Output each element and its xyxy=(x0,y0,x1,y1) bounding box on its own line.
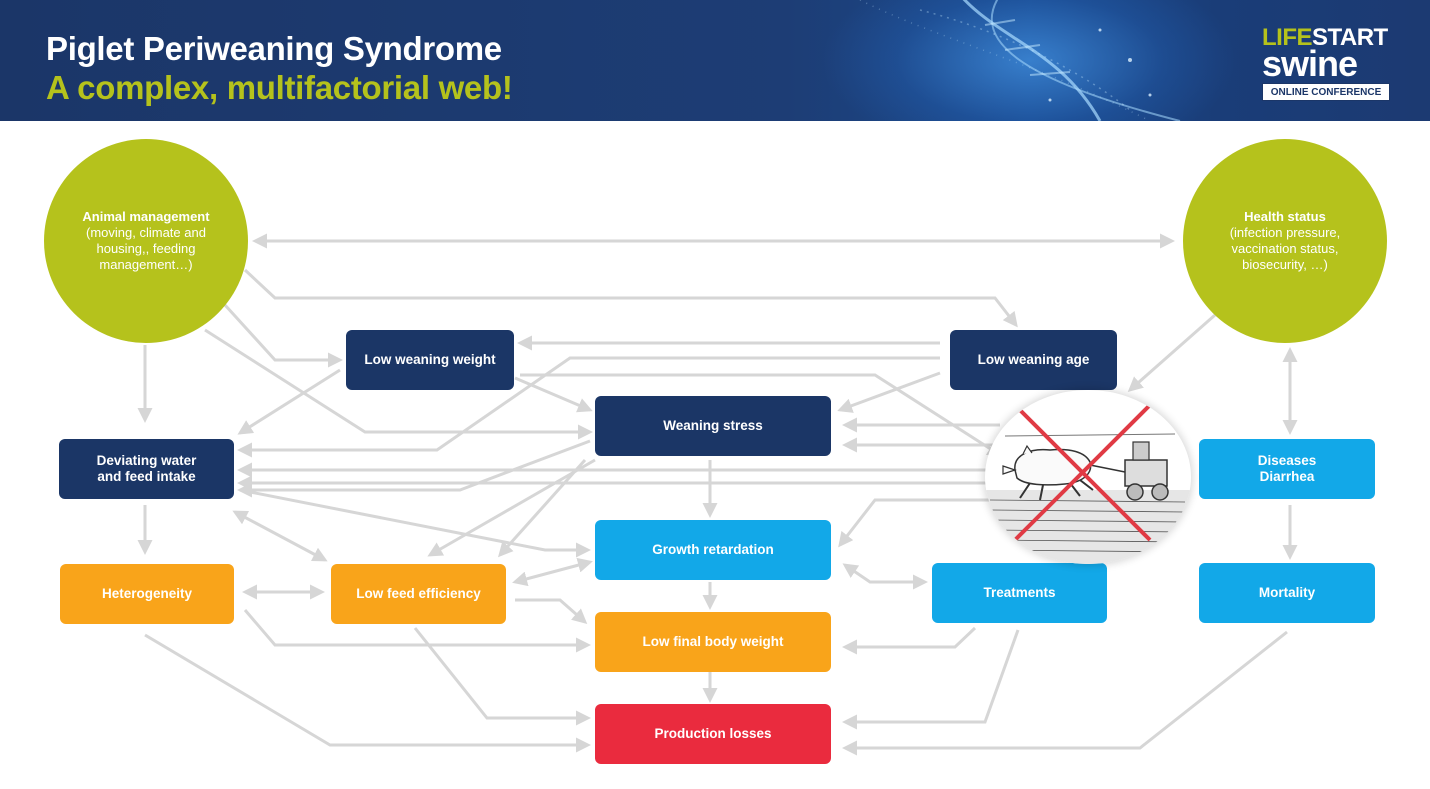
node-production-losses: Production losses xyxy=(595,704,831,764)
logo-line1: LIFESTART xyxy=(1262,26,1388,50)
arrow-treatments-production xyxy=(842,629,1020,730)
arrow-management-weaning-age xyxy=(243,268,1018,328)
node-low-weaning-age: Low weaning age xyxy=(950,330,1117,390)
arrow-heterogeneity-final-weight xyxy=(243,609,591,653)
arrow-feed-efficiency-final-weight xyxy=(515,598,588,624)
node-heterogeneity: Heterogeneity xyxy=(60,564,234,624)
arrow-weaning-age-deviating-1 xyxy=(237,356,940,458)
lifestart-swine-logo: LIFESTART swine ONLINE CONFERENCE xyxy=(1262,26,1392,102)
animal-management-title: Animal management xyxy=(82,209,210,224)
header-banner: Piglet Periweaning Syndrome A complex, m… xyxy=(0,0,1430,121)
arrow-health-line xyxy=(1127,313,1216,392)
arrow-management-weaning-stress xyxy=(204,328,593,440)
arrow-weaning-weight-stress xyxy=(514,376,593,413)
logo-life: LIFE xyxy=(1262,24,1313,51)
health-status-detail: (infection pressure, vaccination status,… xyxy=(1229,225,1341,272)
page-title: Piglet Periweaning Syndrome xyxy=(46,30,502,67)
arrow-weaning-weight-treatments xyxy=(520,373,1003,457)
pig-pulling-machine-crossed-out-icon xyxy=(985,390,1191,564)
node-health-status: Health status (infection pressure, vacci… xyxy=(1183,139,1387,343)
logo-swine: swine xyxy=(1262,43,1358,84)
header-glow xyxy=(820,0,1240,121)
node-weaning-stress: Weaning stress xyxy=(595,396,831,456)
arrow-management-weaning-weight xyxy=(223,303,343,368)
arrow-stress-feed-efficiency-2 xyxy=(497,458,587,558)
arrow-deviating-growth xyxy=(239,488,591,558)
arrow-stress-feed-efficiency xyxy=(427,458,596,557)
node-deviating-water-feed-intake: Deviating water and feed intake xyxy=(59,439,234,499)
arrow-feed-efficiency-growth xyxy=(512,557,593,587)
arrow-weaning-age-stress xyxy=(837,371,941,413)
arrow-deviating-feed-efficiency xyxy=(232,510,328,562)
health-status-title: Health status xyxy=(1244,209,1326,224)
arrow-weaning-weight-deviating xyxy=(237,368,341,435)
pig-illustration xyxy=(985,403,1191,564)
node-low-final-body-weight: Low final body weight xyxy=(595,612,831,672)
arrow-heterogeneity-production xyxy=(144,633,591,753)
arrow-diseases-growth xyxy=(838,498,1000,548)
arrow-mortality-production xyxy=(842,630,1288,756)
arrow-treatments-final-weight xyxy=(842,626,977,655)
node-treatments: Treatments xyxy=(932,563,1107,623)
node-low-weaning-weight: Low weaning weight xyxy=(346,330,514,390)
page-subtitle: A complex, multifactorial web! xyxy=(46,69,513,106)
node-animal-management: Animal management (moving, climate and h… xyxy=(44,139,248,343)
arrow-stress-deviating xyxy=(237,439,591,498)
dna-helix-icon xyxy=(859,0,1181,121)
logo-start: START xyxy=(1312,24,1388,51)
logo-online-conference: ONLINE CONFERENCE xyxy=(1262,83,1390,101)
animal-management-detail: (moving, climate and housing,, feeding m… xyxy=(86,225,206,272)
node-diseases-diarrhea: Diseases Diarrhea xyxy=(1199,439,1375,499)
node-mortality: Mortality xyxy=(1199,563,1375,623)
node-growth-retardation: Growth retardation xyxy=(595,520,831,580)
arrow-growth-treatments xyxy=(842,563,928,590)
arrow-feed-efficiency-production xyxy=(413,627,591,726)
node-low-feed-efficiency: Low feed efficiency xyxy=(331,564,506,624)
